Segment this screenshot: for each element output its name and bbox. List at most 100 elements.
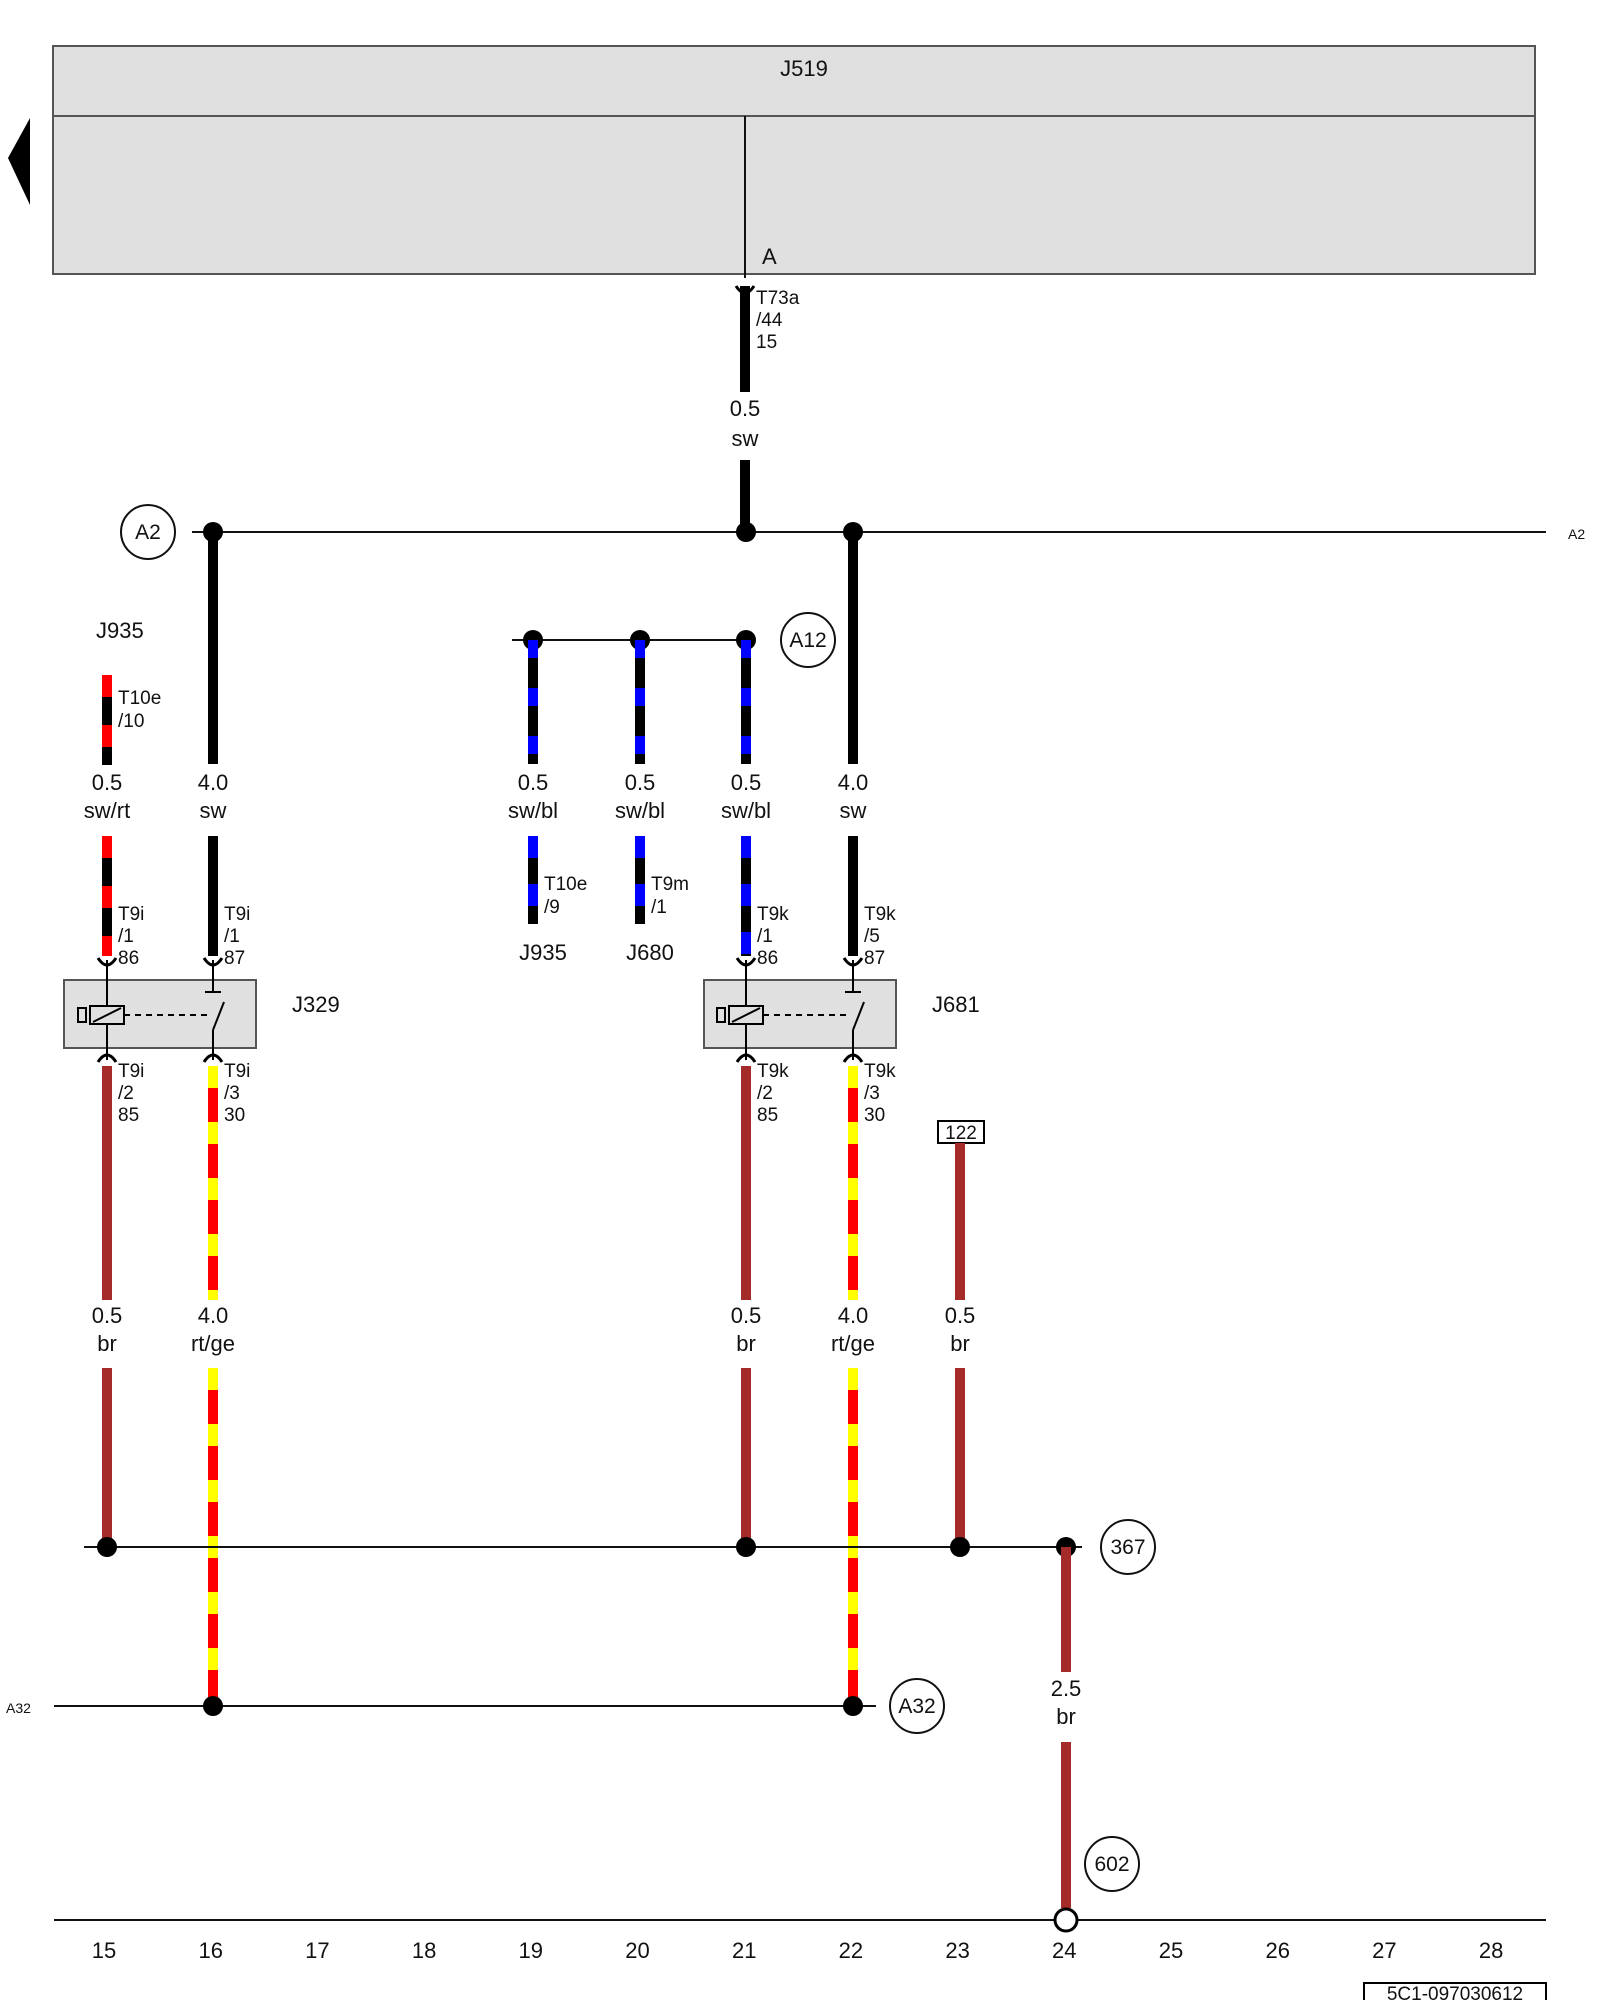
control-unit-label: J519 xyxy=(780,56,828,81)
bus-a12-label: A12 xyxy=(789,629,826,652)
wire-b22-color: rt/ge xyxy=(831,1331,875,1356)
relay-j681-30-term: 30 xyxy=(864,1105,885,1126)
wire-c20-size: 0.5 xyxy=(625,770,656,795)
connector-t73a-pin: /44 xyxy=(756,310,783,331)
bus-a12-marker[interactable] xyxy=(780,612,836,668)
relay-j681-30-conn: T9k xyxy=(864,1061,896,1082)
relay-j329-86-pin: /1 xyxy=(118,926,134,947)
relay-j329-30-term: 30 xyxy=(224,1105,245,1126)
relay-j329-86-conn: T9i xyxy=(118,904,144,925)
connector-t10e-9-name: T10e xyxy=(544,874,587,895)
wire-ground-size: 2.5 xyxy=(1051,1676,1082,1701)
bus-a32-label: A32 xyxy=(898,1695,935,1718)
wire-c19-color: sw/bl xyxy=(508,798,558,823)
previous-page-arrow-icon[interactable] xyxy=(8,118,30,205)
bus-a32-marker[interactable] xyxy=(889,1678,945,1734)
document-id: 5C1-097030612 xyxy=(1387,1984,1523,2000)
column-number: 26 xyxy=(1265,1938,1289,1963)
wire-b15-color: br xyxy=(97,1331,117,1356)
ground-point-367-marker[interactable] xyxy=(1100,1519,1156,1575)
bus-a2-continuation-label: A2 xyxy=(1568,526,1585,542)
ground-point-367-label: 367 xyxy=(1110,1536,1145,1559)
wire-b23-color: br xyxy=(950,1331,970,1356)
wire-c21-color: sw/bl xyxy=(721,798,771,823)
relay-j681-86-pin: /1 xyxy=(757,926,773,947)
relay-j329-label: J329 xyxy=(292,992,340,1017)
wire-ground-color: br xyxy=(1056,1704,1076,1729)
relay-j681-30-pin: /3 xyxy=(864,1083,880,1104)
relay-j329-30-pin: /3 xyxy=(224,1083,240,1104)
column-number: 25 xyxy=(1159,1938,1183,1963)
column-number: 22 xyxy=(839,1938,863,1963)
connector-t9m-1-pin: /1 xyxy=(651,897,667,918)
column-number: 23 xyxy=(945,1938,969,1963)
wire-c16-color: sw xyxy=(200,798,227,823)
reference-box-122-label: 122 xyxy=(945,1123,977,1144)
relay-j329-87-term: 87 xyxy=(224,948,245,969)
relay-j329-87-pin: /1 xyxy=(224,926,240,947)
relay-j681-85-term: 85 xyxy=(757,1105,778,1126)
control-unit-j519: J519 A xyxy=(52,45,1536,278)
column-number: 20 xyxy=(625,1938,649,1963)
column-numbers: 15 16 17 18 19 20 21 22 23 24 25 26 27 28 xyxy=(92,1938,1504,1963)
wire-b22-size: 4.0 xyxy=(838,1303,869,1328)
bus-a2-label: A2 xyxy=(135,521,161,544)
relay-j681-86-conn: T9k xyxy=(757,904,789,925)
connector-t73a-terminal: 15 xyxy=(756,332,777,353)
relay-j681[interactable] xyxy=(703,960,897,1060)
wire-c22-size: 4.0 xyxy=(838,770,869,795)
relay-j681-87-pin: /5 xyxy=(864,926,880,947)
relay-j681-87-conn: T9k xyxy=(864,904,896,925)
component-j680: J680 xyxy=(626,940,674,965)
connector-t73a-name: T73a xyxy=(756,288,800,309)
connector-t10e-9-pin: /9 xyxy=(544,897,560,918)
ground-point-602-marker[interactable] xyxy=(1084,1836,1140,1892)
relay-j329-85-term: 85 xyxy=(118,1105,139,1126)
connector-t10e-10-name: T10e xyxy=(118,688,161,709)
control-unit-pin-label: A xyxy=(762,244,777,269)
wire-c16-size: 4.0 xyxy=(198,770,229,795)
wire-b21-color: br xyxy=(736,1331,756,1356)
wire-c21-size: 0.5 xyxy=(731,770,762,795)
column-number: 15 xyxy=(92,1938,116,1963)
wire-c15-color: sw/rt xyxy=(84,798,130,823)
relay-j681-label: J681 xyxy=(932,992,980,1017)
relay-j681-85-pin: /2 xyxy=(757,1083,773,1104)
wire-c20-color: sw/bl xyxy=(615,798,665,823)
relay-j329[interactable] xyxy=(63,960,257,1060)
relay-j681-86-term: 86 xyxy=(757,948,778,969)
wire-b16-color: rt/ge xyxy=(191,1331,235,1356)
wire-b23-size: 0.5 xyxy=(945,1303,976,1328)
wire-feed-size: 0.5 xyxy=(730,396,761,421)
bus-a2-marker[interactable] xyxy=(120,504,176,560)
bus-a32-continuation-label: A32 xyxy=(6,1700,31,1716)
wire-c19-size: 0.5 xyxy=(518,770,549,795)
column-number: 19 xyxy=(519,1938,543,1963)
ground-point-602-label: 602 xyxy=(1094,1853,1129,1876)
wire-b15-size: 0.5 xyxy=(92,1303,123,1328)
wire-b21-size: 0.5 xyxy=(731,1303,762,1328)
column-number: 27 xyxy=(1372,1938,1396,1963)
relay-j329-86-term: 86 xyxy=(118,948,139,969)
connector-t10e-10-pin: /10 xyxy=(118,711,144,732)
column-number: 28 xyxy=(1479,1938,1503,1963)
relay-j329-30-conn: T9i xyxy=(224,1061,250,1082)
relay-j681-87-term: 87 xyxy=(864,948,885,969)
column-number: 18 xyxy=(412,1938,436,1963)
column-number: 24 xyxy=(1052,1938,1076,1963)
relay-j329-85-conn: T9i xyxy=(118,1061,144,1082)
relay-j329-85-pin: /2 xyxy=(118,1083,134,1104)
wire-c22-color: sw xyxy=(840,798,867,823)
column-number: 17 xyxy=(305,1938,329,1963)
relay-j329-87-conn: T9i xyxy=(224,904,250,925)
wire-b16-size: 4.0 xyxy=(198,1303,229,1328)
connector-t9m-1-name: T9m xyxy=(651,874,689,895)
column-number: 21 xyxy=(732,1938,756,1963)
component-j935-bottom: J935 xyxy=(519,940,567,965)
wire-feed-color: sw xyxy=(732,426,759,451)
relay-j681-85-conn: T9k xyxy=(757,1061,789,1082)
component-j935-top: J935 xyxy=(96,618,144,643)
column-number: 16 xyxy=(198,1938,222,1963)
wire-c15-size: 0.5 xyxy=(92,770,123,795)
